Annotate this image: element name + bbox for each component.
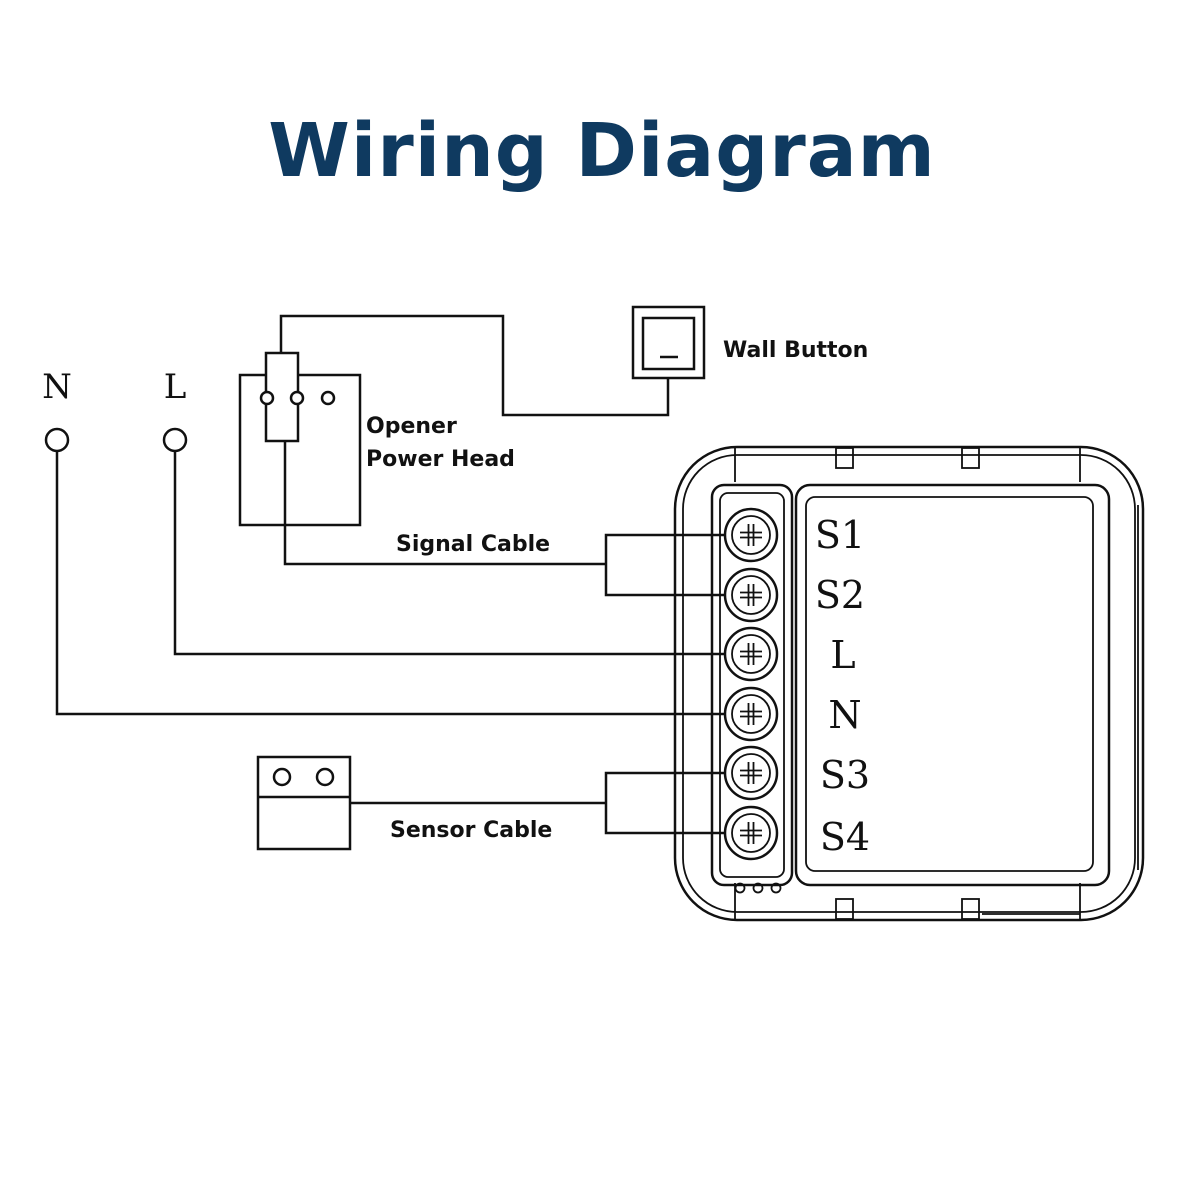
- neutral-label: N: [42, 367, 72, 407]
- sensor-icon: [256, 755, 352, 851]
- wires: [55, 314, 742, 835]
- terminal-label-n: N: [828, 693, 861, 737]
- terminal-label-s2: S2: [815, 573, 865, 617]
- terminal-label-l: L: [830, 633, 855, 677]
- wall-button-icon: [631, 305, 706, 380]
- sensor-cable-label: Sensor Cable: [390, 818, 552, 843]
- screw-terminal-icon: [723, 686, 779, 742]
- opener-label-line1: Opener: [366, 414, 457, 439]
- terminal-label-s3: S3: [820, 753, 870, 797]
- smart-module: [673, 445, 1145, 922]
- neutral-terminal-icon: [44, 427, 70, 453]
- terminal-label-s4: S4: [820, 815, 870, 859]
- screw-terminal-icon: [723, 745, 779, 801]
- supply-terminals: N L: [42, 367, 188, 453]
- diagram-title: Wiring Diagram: [268, 108, 936, 194]
- terminal-label-s1: S1: [815, 513, 865, 557]
- signal-cable-label: Signal Cable: [396, 532, 550, 557]
- wall-button-label: Wall Button: [723, 338, 868, 363]
- screw-terminals: [723, 507, 779, 861]
- screw-terminal-icon: [723, 567, 779, 623]
- opener-label-line2: Power Head: [366, 447, 515, 472]
- screw-terminal-icon: [723, 507, 779, 563]
- live-label: L: [164, 367, 187, 407]
- screw-terminal-icon: [723, 805, 779, 861]
- screw-terminal-icon: [723, 626, 779, 682]
- opener-power-head: [238, 351, 362, 527]
- live-terminal-icon: [162, 427, 188, 453]
- terminal-labels: S1 S2 L N S3 S4: [815, 513, 870, 859]
